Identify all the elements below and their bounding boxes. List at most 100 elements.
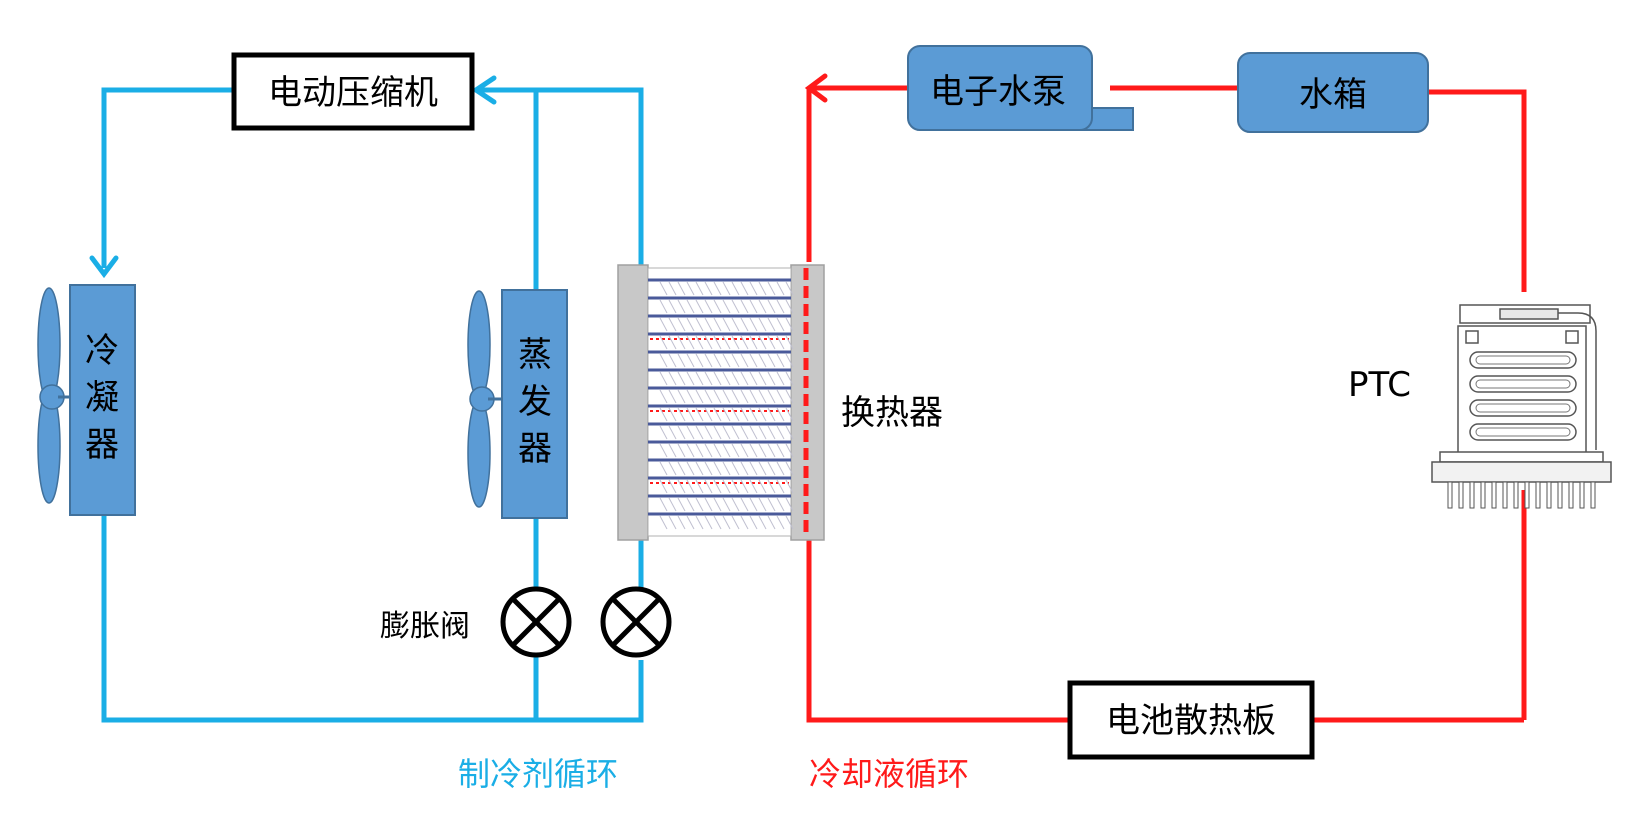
hx-fin (686, 281, 695, 296)
hx-fin (686, 335, 695, 350)
ptc-fin (1469, 481, 1475, 509)
ptc-coil-inner (1475, 355, 1571, 365)
hx-fin (767, 425, 776, 440)
hx-fin (713, 335, 722, 350)
heat-exchanger (617, 264, 825, 541)
hx-fin (749, 425, 758, 440)
hx-fin (668, 299, 677, 314)
evaporator-label-2: 发 (518, 382, 552, 422)
expansion-valve-label: 膨胀阀 (380, 609, 470, 644)
hx-fin (749, 317, 758, 332)
hx-fin (686, 479, 695, 494)
evaporator: 蒸 发 器 (501, 289, 568, 519)
hx-fin (668, 335, 677, 350)
hx-fin (713, 317, 722, 332)
hx-fin (668, 407, 677, 422)
hx-fin (767, 299, 776, 314)
hx-fin (767, 335, 776, 350)
hx-fin (785, 281, 794, 296)
hx-fin (731, 281, 740, 296)
hx-fin (749, 515, 758, 530)
hx-fin (695, 353, 704, 368)
hx-fin (758, 515, 767, 530)
hx-fin (713, 479, 722, 494)
hx-fin (758, 335, 767, 350)
water-pump-label: 电子水泵 (930, 72, 1066, 112)
hx-fin (722, 335, 731, 350)
condenser-label-3: 器 (85, 425, 119, 465)
hx-fin (776, 407, 785, 422)
hx-fin (713, 425, 722, 440)
hx-fin (704, 281, 713, 296)
hx-fin (740, 497, 749, 512)
hx-fin (731, 299, 740, 314)
refrigerant-arrows (89, 75, 497, 279)
hx-fin (686, 407, 695, 422)
hx-fin (758, 353, 767, 368)
hx-fin (758, 443, 767, 458)
hx-fin (758, 281, 767, 296)
hx-fin (722, 497, 731, 512)
hx-fin (659, 335, 668, 350)
ptc-coils (1469, 351, 1577, 441)
hx-fin (749, 479, 758, 494)
condenser-fan-icon (37, 287, 70, 504)
hx-fin (749, 353, 758, 368)
hx-fin (704, 425, 713, 440)
hx-fin (740, 353, 749, 368)
hx-fin (704, 407, 713, 422)
ptc-heater-icon (1431, 304, 1612, 509)
hx-fin (767, 317, 776, 332)
hx-fin (659, 479, 668, 494)
hx-fin (785, 443, 794, 458)
hx-fin (749, 371, 758, 386)
hx-fin (713, 461, 722, 476)
hx-fin (758, 407, 767, 422)
heat-exchanger-label: 换热器 (841, 393, 943, 433)
hx-fin (776, 425, 785, 440)
hx-fin (776, 515, 785, 530)
hx-fin (704, 389, 713, 404)
coolant-arrow (804, 73, 828, 103)
hx-fin (758, 425, 767, 440)
hx-fin (722, 317, 731, 332)
hx-fin (713, 407, 722, 422)
water-tank: 水箱 (1237, 52, 1429, 133)
hx-fin (668, 353, 677, 368)
hx-fin (713, 281, 722, 296)
hx-fin (767, 389, 776, 404)
hx-fin (722, 353, 731, 368)
hx-fin (740, 407, 749, 422)
hx-fin (668, 479, 677, 494)
hx-fin (668, 371, 677, 386)
hx-fin (785, 461, 794, 476)
hx-fin (677, 497, 686, 512)
hx-fin (767, 515, 776, 530)
hx-fin (686, 317, 695, 332)
hx-fin (776, 443, 785, 458)
hx-fin (704, 461, 713, 476)
hx-fin (749, 497, 758, 512)
hx-fin (659, 317, 668, 332)
hx-fin (704, 335, 713, 350)
hx-fin (731, 497, 740, 512)
hx-fin (668, 317, 677, 332)
ptc-fin (1579, 481, 1585, 509)
hx-fin (722, 389, 731, 404)
hx-fin (686, 497, 695, 512)
hx-fin (740, 281, 749, 296)
hx-fin (713, 299, 722, 314)
hx-fin (659, 371, 668, 386)
hx-fin (758, 497, 767, 512)
hx-fin (767, 479, 776, 494)
hx-fin (758, 317, 767, 332)
hx-fin (677, 515, 686, 530)
battery-cooling-plate: 电池散热板 (1067, 680, 1315, 760)
hx-fin (776, 479, 785, 494)
hx-fin (785, 335, 794, 350)
hx-fin (686, 425, 695, 440)
hx-fin (722, 281, 731, 296)
hx-fin (767, 443, 776, 458)
ptc-fin (1458, 481, 1464, 509)
hx-fin (767, 353, 776, 368)
